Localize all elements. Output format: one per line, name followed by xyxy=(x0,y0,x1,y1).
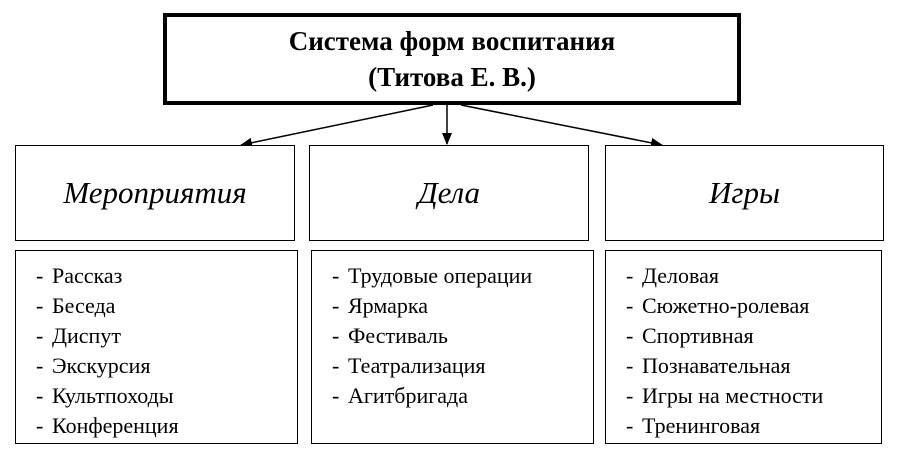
diagram-title-box: Система форм воспитания (Титова Е. В.) xyxy=(163,13,741,105)
diagram-author: (Титова Е. В.) xyxy=(368,62,536,92)
category-box-events: Мероприятия xyxy=(15,145,295,241)
list-item: -Театрализация xyxy=(332,353,486,378)
list-item: -Экскурсия xyxy=(36,353,151,378)
list-item: -Спортивная xyxy=(626,323,754,348)
category-box-games: Игры xyxy=(605,145,884,241)
list-item: -Сюжетно-ролевая xyxy=(626,293,810,318)
list-item: -Агитбригада xyxy=(332,383,469,408)
list-item: -Ярмарка xyxy=(332,293,428,318)
diagram-title: Система форм воспитания xyxy=(288,26,616,56)
list-box-deeds: -Трудовые операции -Ярмарка -Фестиваль -… xyxy=(311,250,594,444)
list-box-games: -Деловая -Сюжетно-ролевая -Спортивная -П… xyxy=(605,250,882,444)
list-item: -Познавательная xyxy=(626,353,791,378)
list-item: -Конференция xyxy=(36,413,179,438)
category-box-deeds: Дела xyxy=(309,145,589,241)
list-item: -Беседа xyxy=(36,293,116,318)
list-item: -Игры на местности xyxy=(626,383,824,408)
list-item: -Рассказ xyxy=(36,263,123,288)
list-item: -Диспут xyxy=(36,323,121,348)
list-item: -Тренинговая xyxy=(626,413,761,438)
category-label-games: Игры xyxy=(709,175,780,210)
category-label-deeds: Дела xyxy=(417,175,481,210)
list-box-events: -Рассказ -Беседа -Диспут -Экскурсия -Кул… xyxy=(15,250,298,444)
arrow-to-events xyxy=(240,104,434,148)
list-item: -Трудовые операции xyxy=(332,263,533,288)
list-item: -Деловая xyxy=(626,263,719,288)
list-item: -Культпоходы xyxy=(36,383,174,408)
category-label-events: Мероприятия xyxy=(63,175,247,210)
arrow-to-games xyxy=(460,104,663,148)
list-item: -Фестиваль xyxy=(332,323,448,348)
